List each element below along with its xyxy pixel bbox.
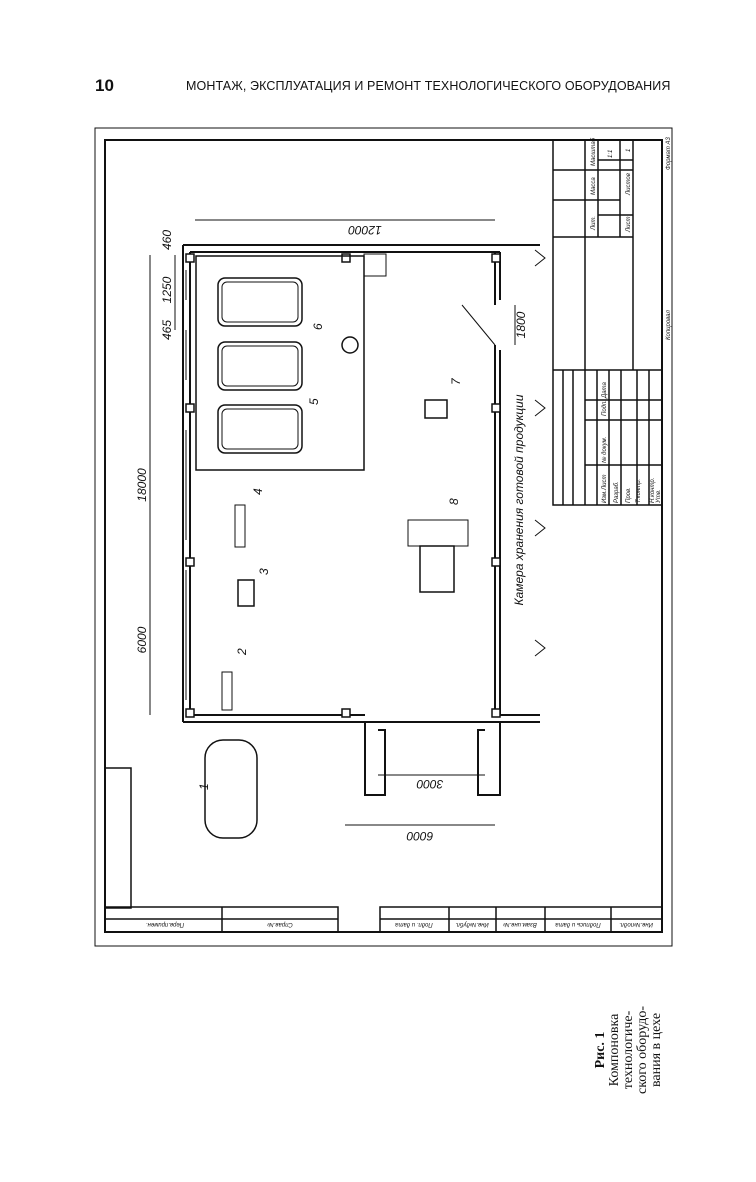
dim-1250: 1250 — [160, 276, 174, 303]
caption-line-3: ского оборудо- — [635, 1006, 650, 1094]
tb-sign: Подп. — [602, 400, 608, 416]
tb-izm: Изм. — [602, 490, 608, 503]
columns — [185, 253, 501, 718]
caption-line-4: вания в цехе — [649, 1013, 664, 1087]
dimension-lines — [149, 219, 516, 826]
equipment-3 — [237, 579, 255, 607]
tb-scale: Масштаб — [591, 137, 597, 166]
equipment-7 — [424, 399, 448, 419]
tb-mass: Масса — [591, 177, 597, 195]
dim-6000-vestibule: 6000 — [406, 829, 433, 843]
strip-podp1: Подп. и дата — [395, 921, 433, 927]
running-title: МОНТАЖ, ЭКСПЛУАТАЦИЯ И РЕМОНТ ТЕХНОЛОГИЧ… — [186, 79, 671, 93]
label-7: 7 — [449, 377, 463, 385]
equipment-2 — [221, 671, 233, 711]
tb-sheets: Листов — [626, 173, 632, 196]
figure-caption: Рис. 1 Компоновка технологиче- ского обо… — [593, 1006, 664, 1094]
title-block — [552, 139, 663, 506]
tb-date: Дата — [602, 382, 608, 399]
cold-room — [195, 255, 365, 471]
dim-18000: 18000 — [135, 468, 149, 502]
dim-6000: 6000 — [135, 626, 149, 653]
dim-460: 460 — [160, 230, 174, 250]
caption-line-2: технологиче- — [621, 1010, 636, 1089]
tb-prov: Пров. — [626, 487, 632, 503]
label-6: 6 — [311, 323, 325, 330]
side-strip — [104, 906, 663, 933]
tb-utv: Утв. — [656, 489, 662, 504]
tb-lit: Лит. — [591, 216, 597, 231]
outer-frame — [94, 127, 673, 947]
label-5: 5 — [307, 398, 321, 405]
strip-sprav: Справ.№ — [267, 921, 293, 928]
equipment-8 — [419, 545, 455, 593]
caption-figure: Рис. 1 — [593, 1032, 608, 1069]
tb-doc: № докум. — [601, 437, 608, 463]
tb-scale-value: 1:1 — [608, 150, 614, 158]
dim-465: 465 — [160, 320, 174, 340]
tb-list: Лист — [602, 475, 608, 491]
tb-sheet: Лист — [626, 217, 632, 233]
equipment-8-conveyor — [407, 519, 469, 547]
dim-3000: 3000 — [416, 777, 443, 791]
dim-1800: 1800 — [514, 311, 528, 338]
label-1: 1 — [197, 783, 211, 790]
tb-format: Формат А3 — [666, 137, 672, 170]
label-2: 2 — [235, 648, 249, 656]
grille — [363, 253, 387, 277]
tb-razrab: Разраб. — [614, 481, 620, 503]
tb-nkontr: Н.контр. — [650, 478, 656, 503]
label-3: 3 — [257, 568, 271, 575]
pump-6 — [341, 336, 359, 354]
vaults — [217, 277, 303, 454]
tb-copied: Копировал — [666, 310, 672, 340]
caption-line-1: Компоновка — [607, 1013, 622, 1086]
strip-vzam: Взам.инв.№ — [503, 921, 537, 928]
tb-tkontr: Т.контр. — [636, 479, 642, 503]
title-block-text: Лит. Масса Масштаб 1:1 Лист Листов 1 Изм… — [591, 137, 672, 504]
room-label: Камера хранения готовой продукции — [512, 394, 526, 605]
tank-1 — [204, 739, 258, 839]
page-number: 10 — [95, 76, 114, 95]
strip-perv: Перв.примен. — [146, 921, 184, 927]
strip-podp2: Подпись и дата — [555, 921, 601, 927]
dim-12000: 12000 — [348, 223, 382, 237]
label-8: 8 — [447, 498, 461, 505]
tb-sheets-value: 1 — [626, 149, 632, 152]
label-4: 4 — [251, 488, 265, 495]
corner-box — [104, 767, 132, 909]
strip-dubl: Инв.№дубл. — [455, 921, 489, 928]
equipment-4 — [234, 504, 246, 548]
building-walls — [182, 244, 546, 796]
strip-podl: Инв.№подл. — [619, 921, 653, 928]
